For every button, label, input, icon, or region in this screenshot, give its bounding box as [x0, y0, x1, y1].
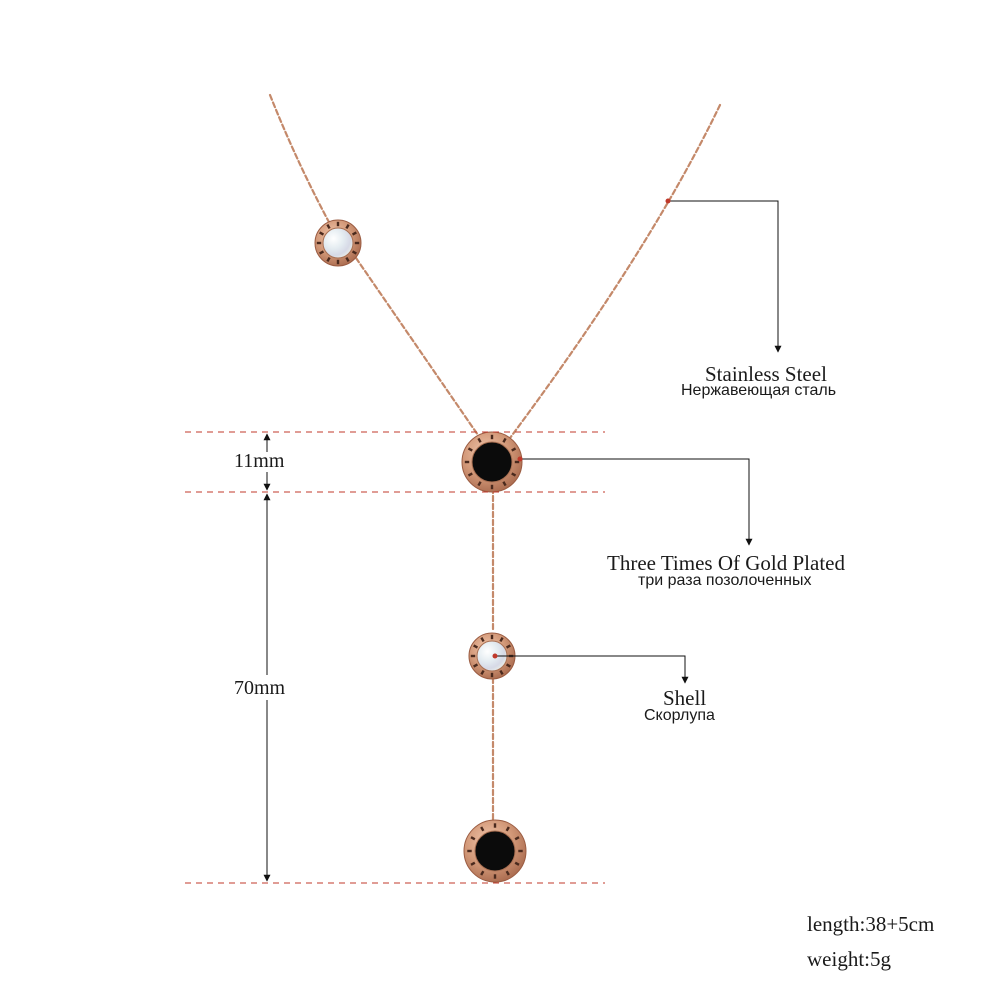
bezel-numeral [480, 637, 485, 643]
bezel-numerals [464, 434, 520, 490]
bezel-numeral [505, 870, 510, 876]
bezel-numeral [490, 634, 494, 640]
bezel-numeral [480, 669, 485, 675]
bezel-numeral [467, 472, 473, 477]
callout-dots [492, 198, 671, 659]
bezel-numeral [319, 231, 325, 236]
bezel-numeral [490, 672, 494, 678]
bezel-numeral [514, 836, 520, 841]
bezel-numeral [470, 861, 476, 866]
bezel-numeral [351, 231, 357, 236]
bezel-numeral [493, 874, 497, 879]
measure-guides [185, 431, 605, 884]
bezel-numerals [467, 823, 523, 879]
bezel-numeral [514, 861, 520, 866]
callout-gold-plated-ru: три раза позолоченных [638, 572, 812, 589]
pendant-onyx-bottom [463, 819, 527, 883]
bezel-numeral [473, 663, 479, 668]
bezel-numeral [354, 241, 360, 245]
bezel-numeral [467, 447, 473, 452]
bezel-numeral [480, 870, 485, 876]
bezel-numeral [477, 481, 482, 487]
pendant-shell-middle [468, 632, 516, 680]
bezel-numeral [505, 826, 510, 832]
bezel-numeral [518, 849, 523, 853]
callout-shell-en: Shell [663, 686, 707, 710]
bezel-numeral [511, 472, 517, 477]
bezel-numeral [470, 654, 476, 658]
bezel-numerals [470, 634, 514, 678]
callout-shell-ru: Скорлупа [644, 707, 715, 724]
bezel-numeral [336, 259, 340, 265]
bezel-numeral [490, 484, 494, 490]
bezel-numeral [345, 224, 350, 230]
callout-stainless-steel-ru: Нержавеющая сталь [681, 382, 837, 399]
bezel-numeral [351, 250, 357, 255]
spec-weight: weight:5g [807, 947, 891, 971]
dimension-drop-label: 70mm [234, 677, 286, 699]
bezel-numeral [473, 644, 479, 649]
bezel-numeral [499, 669, 504, 675]
bezel-numeral [477, 437, 482, 443]
pendant-shell-small [314, 219, 362, 267]
bezel-numeral [319, 250, 325, 255]
bezel-numeral [505, 644, 511, 649]
bezel-numeral [336, 221, 340, 227]
bezel-numeral [511, 447, 517, 452]
bezel-numeral [514, 460, 520, 464]
bezel-numerals [316, 221, 360, 265]
bezel-numeral [480, 826, 485, 832]
pendant-onyx-top [461, 431, 523, 493]
bezel-numeral [502, 437, 507, 443]
bezel-numeral [316, 241, 322, 245]
bezel-numeral [326, 224, 331, 230]
spec-length: length:38+5cm [807, 912, 935, 936]
bezel-numeral [502, 481, 507, 487]
bezel-numeral [326, 256, 331, 262]
callout-leaders [495, 200, 782, 684]
bezel-numeral [499, 637, 504, 643]
bezel-numeral [493, 823, 497, 828]
callout-gold-plated-en: Three Times Of Gold Plated [607, 551, 845, 575]
necklace-chain [268, 93, 722, 822]
bezel-numeral [464, 460, 470, 464]
dimension-pendant-label: 11mm [234, 450, 285, 472]
bezel-numeral [470, 836, 476, 841]
bezel-numeral [505, 663, 511, 668]
callout-stainless-steel-en: Stainless Steel [705, 362, 827, 386]
bezel-numeral [467, 849, 472, 853]
bezel-numeral [345, 256, 350, 262]
bezel-numeral [490, 434, 494, 440]
